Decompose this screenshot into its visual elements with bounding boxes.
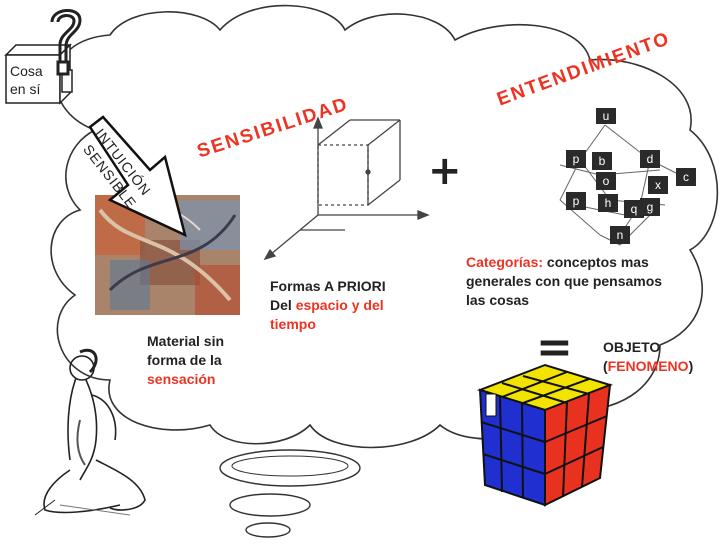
objeto-highlight: FENOMENO [607, 358, 689, 374]
thing-in-itself-label: Cosa en sí [10, 62, 43, 98]
thought-bubble-large-inner [231, 455, 349, 477]
formas-prefix: Del [270, 297, 292, 313]
objeto-line1: OBJETO [603, 339, 661, 355]
category-block: q [624, 200, 644, 218]
space-axes-drawing [263, 116, 430, 261]
thing-in-itself-line2: en sí [10, 81, 41, 97]
material-line2: forma de la [147, 352, 222, 368]
thought-cloud [50, 4, 719, 449]
categorias-text: Categorías: conceptos mas generales con … [466, 253, 662, 310]
categorias-line2: generales con que pensamos [466, 273, 663, 289]
objeto-line2: (FENOMENO) [603, 357, 693, 376]
category-block: p [566, 192, 586, 210]
category-block: o [596, 172, 616, 190]
material-text: Material sin forma de la sensación [147, 332, 224, 389]
category-block: d [640, 150, 660, 168]
intuition-arrow-icon [88, 115, 187, 238]
formas-text: Formas A PRIORI Del espacio y del tiempo [270, 277, 386, 334]
material-line1: Material sin [147, 333, 225, 349]
rubiks-cube-drawing [476, 363, 614, 507]
category-block: x [648, 176, 668, 194]
categorias-highlight: Categorías: [466, 254, 544, 270]
categorias-rest1: conceptos mas [546, 254, 649, 270]
question-mark-icon [50, 9, 82, 76]
category-block: c [676, 168, 696, 186]
category-block: u [596, 108, 616, 124]
formas-highlight2: tiempo [270, 316, 316, 332]
material-highlight: sensación [147, 371, 216, 387]
plus-sign: + [428, 148, 462, 194]
category-block: h [598, 194, 618, 212]
formas-line1: Formas A PRIORI [270, 278, 386, 294]
category-block: p [566, 150, 586, 168]
thought-bubble-small [229, 493, 311, 517]
thing-in-itself-line1: Cosa [10, 63, 43, 79]
thought-bubble-tiny [245, 522, 291, 538]
category-block: g [640, 198, 660, 216]
sensation-painting [95, 195, 240, 315]
equals-sign: = [536, 322, 573, 373]
formas-highlight: espacio y del [295, 297, 384, 313]
category-block: b [592, 152, 612, 170]
seated-figure-sketch [34, 348, 146, 516]
formas-line2: Del espacio y del [270, 296, 386, 315]
objeto-text: OBJETO (FENOMENO) [603, 338, 693, 376]
categorias-line1: Categorías: conceptos mas [466, 253, 662, 272]
category-block: n [610, 226, 630, 244]
thought-bubble-large [219, 449, 361, 487]
objeto-open: ( [603, 358, 608, 374]
categorias-line3: las cosas [466, 292, 530, 308]
objeto-close: ) [688, 358, 694, 374]
